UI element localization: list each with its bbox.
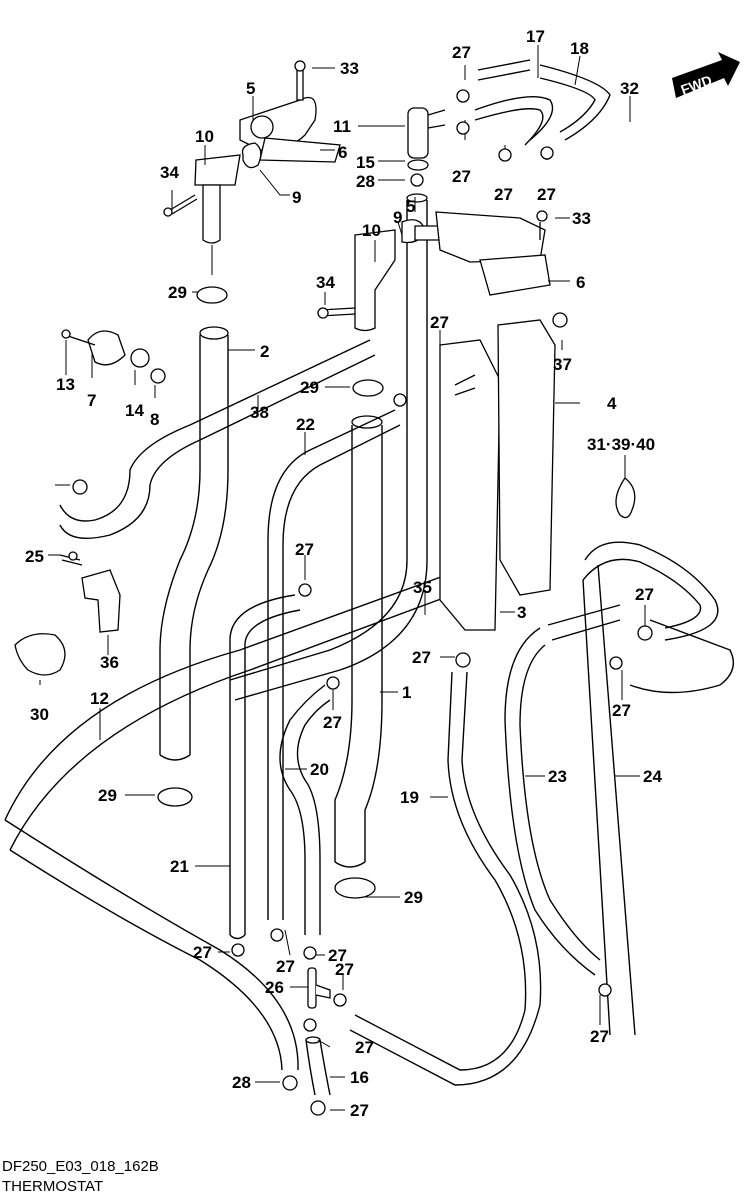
hose-21 bbox=[229, 594, 301, 940]
callout: 32 bbox=[620, 79, 639, 98]
fitting-11 bbox=[407, 107, 446, 171]
hose-17-18 bbox=[474, 59, 611, 146]
hose-22 bbox=[267, 409, 401, 920]
hose-24 bbox=[582, 541, 734, 1036]
callout: 14 bbox=[125, 401, 144, 420]
callout: 23 bbox=[548, 767, 567, 786]
bracket-36 bbox=[59, 551, 121, 633]
hose-22-upper bbox=[229, 193, 428, 701]
callout: 15 bbox=[356, 153, 375, 172]
callout: 27 bbox=[295, 540, 314, 559]
callout: 5 bbox=[246, 79, 255, 98]
hose-clamps bbox=[72, 89, 653, 1116]
callout: 11 bbox=[333, 117, 351, 136]
callout: 27 bbox=[412, 648, 431, 667]
diagram-title: THERMOSTAT bbox=[2, 1178, 104, 1195]
callout: 26 bbox=[265, 978, 284, 997]
callout: 21 bbox=[170, 857, 189, 876]
callout: 22 bbox=[296, 415, 315, 434]
callout: 27 bbox=[193, 943, 212, 962]
callout: 6 bbox=[338, 143, 347, 162]
callout: 27 bbox=[323, 713, 342, 732]
callout: 27 bbox=[355, 1038, 374, 1057]
hose-1 bbox=[334, 415, 383, 868]
callout: 35 bbox=[413, 578, 432, 597]
fwd-arrow-icon: FWD bbox=[672, 52, 740, 98]
callout: 33 bbox=[572, 209, 591, 228]
callout: 33 bbox=[340, 59, 359, 78]
callout: 9 bbox=[393, 208, 402, 227]
callout: 29 bbox=[168, 283, 187, 302]
callout: 27 bbox=[590, 1027, 609, 1046]
thermostat-housing-lower bbox=[317, 210, 551, 332]
joint-26 bbox=[307, 967, 331, 1009]
callout: 16 bbox=[350, 1068, 369, 1087]
callout: 4 bbox=[607, 394, 617, 413]
water-jacket-cover bbox=[439, 319, 556, 631]
callout: 9 bbox=[292, 188, 301, 207]
callout: 27 bbox=[276, 957, 295, 976]
sensor-assembly bbox=[61, 329, 166, 384]
hose-38 bbox=[59, 339, 376, 539]
callout: 27 bbox=[537, 185, 556, 204]
callout: 27 bbox=[335, 960, 354, 979]
callout: 34 bbox=[160, 163, 179, 182]
callout: 27 bbox=[350, 1101, 369, 1120]
diagram-code: DF250_E03_018_162B bbox=[2, 1158, 159, 1175]
hose-16 bbox=[305, 1036, 331, 1096]
callout: 12 bbox=[90, 689, 109, 708]
callout: 27 bbox=[430, 313, 449, 332]
callout: 30 bbox=[30, 705, 49, 724]
clip-31-39-40 bbox=[615, 477, 636, 519]
thermostat-housing-upper bbox=[163, 60, 341, 244]
callout: 27 bbox=[635, 585, 654, 604]
callout: 38 bbox=[250, 403, 269, 422]
callout: 1 bbox=[402, 683, 411, 702]
callout: 29 bbox=[98, 786, 117, 805]
callout: 19 bbox=[400, 788, 419, 807]
callout: 20 bbox=[310, 760, 329, 779]
callout: 8 bbox=[150, 410, 159, 429]
callout: 36 bbox=[100, 653, 119, 672]
callout: 2 bbox=[260, 342, 269, 361]
callout: 25 bbox=[25, 547, 44, 566]
hose-20 bbox=[279, 684, 331, 935]
callout: 37 bbox=[553, 355, 572, 374]
callout: 29 bbox=[404, 888, 423, 907]
callout: 28 bbox=[356, 172, 375, 191]
callout: 27 bbox=[494, 185, 513, 204]
callout: 10 bbox=[195, 127, 214, 146]
callout: 10 bbox=[362, 221, 381, 240]
callout: 27 bbox=[452, 167, 471, 186]
callout: 13 bbox=[56, 375, 75, 394]
callout: 28 bbox=[232, 1073, 251, 1092]
callout-labels: 33 5 10 6 34 9 29 2 13 7 14 8 11 15 28 2… bbox=[25, 27, 662, 1120]
hose-2 bbox=[159, 326, 229, 761]
callout: 7 bbox=[87, 391, 96, 410]
callout: 3 bbox=[517, 603, 526, 622]
hose-19 bbox=[349, 671, 542, 1086]
callout: 31·39·40 bbox=[587, 435, 655, 454]
callout: 24 bbox=[643, 767, 662, 786]
callout: 29 bbox=[300, 378, 319, 397]
callout: 17 bbox=[526, 27, 545, 46]
callout: 18 bbox=[570, 39, 589, 58]
callout: 27 bbox=[612, 701, 631, 720]
callout: 27 bbox=[328, 946, 347, 965]
callout: 27 bbox=[452, 43, 471, 62]
callout: 34 bbox=[316, 273, 335, 292]
hose-12 bbox=[4, 569, 466, 1071]
callout: 6 bbox=[576, 273, 585, 292]
clamp-30 bbox=[14, 633, 66, 676]
callout: 5 bbox=[406, 197, 415, 216]
